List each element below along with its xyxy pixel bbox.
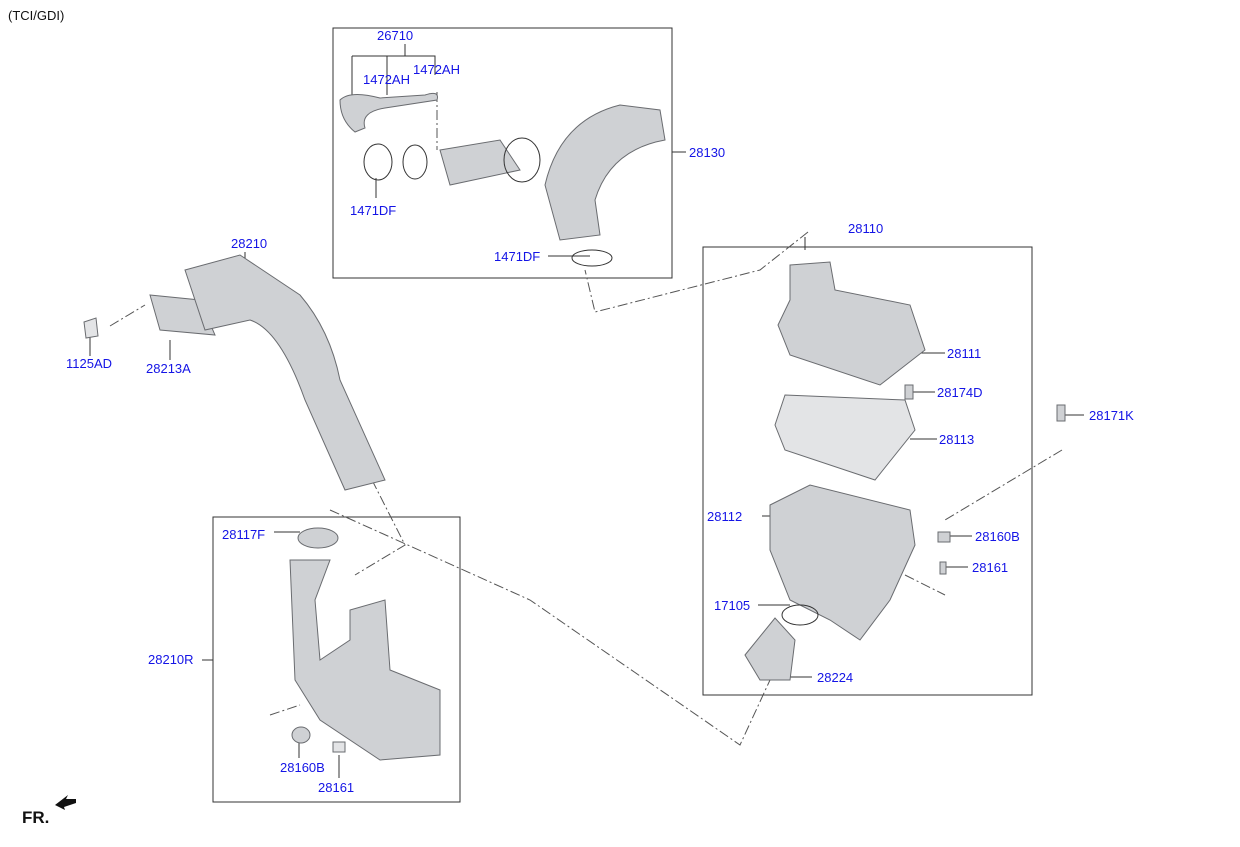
- part-label-1471DF[interactable]: 1471DF: [350, 203, 397, 218]
- part-sensor-housing[interactable]: [439, 139, 521, 186]
- part-28224-hose[interactable]: [744, 617, 796, 681]
- part-label-28224[interactable]: 28224: [817, 670, 854, 685]
- part-label-26710[interactable]: 26710: [377, 28, 414, 43]
- part-1471DF-clamp-2[interactable]: [571, 249, 613, 267]
- part-label-28174D[interactable]: 28174D: [937, 385, 983, 400]
- part-label-28161[interactable]: 28161: [318, 780, 355, 795]
- part-1471DF-clamp[interactable]: [363, 143, 393, 181]
- front-marker: FR.: [22, 808, 50, 827]
- part-label-28161[interactable]: 28161: [972, 560, 1009, 575]
- part-label-28130[interactable]: 28130: [689, 145, 726, 160]
- part-label-1472AH[interactable]: 1472AH: [413, 62, 460, 77]
- part-28210R-resonator[interactable]: [289, 559, 441, 761]
- part-label-28111[interactable]: 28111: [947, 346, 982, 361]
- part-clamp[interactable]: [402, 144, 428, 180]
- part-label-28112[interactable]: 28112: [707, 509, 743, 524]
- part-17105-o-ring[interactable]: [781, 604, 819, 626]
- part-28113-filter[interactable]: [774, 394, 916, 481]
- part-label-28160B[interactable]: 28160B: [975, 529, 1020, 544]
- part-clamp-2[interactable]: [503, 137, 541, 183]
- front-arrow-icon: [55, 795, 76, 810]
- part-1125AD-bolt[interactable]: [83, 317, 99, 339]
- part-28174D-clip[interactable]: [904, 384, 914, 400]
- part-label-28210R[interactable]: 28210R: [148, 652, 194, 667]
- part-label-1472AH[interactable]: 1472AH: [363, 72, 410, 87]
- part-28117F-seal[interactable]: [297, 527, 339, 549]
- group-box-28130: [332, 27, 673, 279]
- part-label-28171K[interactable]: 28171K: [1089, 408, 1134, 423]
- part-label-28117F[interactable]: 28117F: [222, 527, 266, 542]
- part-28112-lower-case[interactable]: [769, 484, 916, 641]
- part-28160B-grommet-2[interactable]: [291, 726, 311, 744]
- part-28160B-grommet[interactable]: [937, 531, 951, 543]
- part-28171K-bolt[interactable]: [1056, 404, 1066, 422]
- part-label-28110[interactable]: 28110: [848, 221, 884, 236]
- part-label-1125AD[interactable]: 1125AD: [66, 356, 113, 371]
- part-28130-duct[interactable]: [544, 104, 666, 241]
- part-label-28160B[interactable]: 28160B: [280, 760, 325, 775]
- part-28210-duct[interactable]: [184, 254, 386, 491]
- group-box-28110: [702, 246, 1033, 696]
- part-26710-hose[interactable]: [339, 92, 438, 133]
- part-label-28210[interactable]: 28210: [231, 236, 268, 251]
- part-28111-cover[interactable]: [777, 261, 926, 386]
- part-label-17105[interactable]: 17105: [714, 598, 751, 613]
- part-label-28113[interactable]: 28113: [939, 432, 975, 447]
- part-28161-pin[interactable]: [939, 561, 947, 575]
- part-label-1471DF[interactable]: 1471DF: [494, 249, 541, 264]
- part-label-28213A[interactable]: 28213A: [146, 361, 191, 376]
- engine-variant-title: (TCI/GDI): [8, 8, 65, 23]
- part-28161-pin-2[interactable]: [332, 741, 346, 753]
